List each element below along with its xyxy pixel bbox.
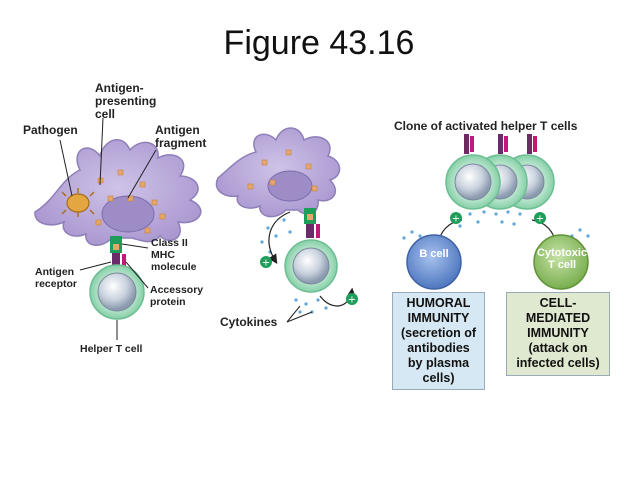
plus-icon: +	[452, 214, 460, 225]
label-cytokines: Cytokines	[220, 315, 278, 329]
figure-title: Figure 43.16	[223, 24, 415, 62]
clone-helper-t-cells	[445, 134, 555, 210]
label-b-cell: B cell	[419, 248, 449, 260]
b-cell	[406, 234, 462, 290]
label-antigen-fragment: Antigen fragment	[155, 123, 207, 150]
cytotoxic-t-cell	[533, 234, 589, 290]
pathogen-shape	[61, 188, 95, 217]
label-antigen-receptor: Antigen receptor	[35, 266, 78, 290]
plus-icon: +	[262, 258, 270, 269]
plus-icon: +	[536, 214, 544, 225]
label-helper-t-cell: Helper T cell	[80, 343, 143, 355]
antigen-presenting-cell	[34, 139, 202, 246]
middle-mhc-complex	[304, 208, 320, 238]
label-class-ii-mhc: Class II MHC molecule	[151, 237, 197, 273]
branch-arrows: + +	[434, 212, 560, 247]
label-antigen-presenting-cell: Antigen- presenting cell	[95, 81, 157, 121]
mhc-receptor-complex	[110, 236, 126, 269]
label-clone-helper-t-cells: Clone of activated helper T cells	[394, 119, 578, 133]
label-accessory-protein: Accessory protein	[150, 284, 204, 308]
cytokine-dots	[260, 218, 328, 314]
cytokines-leader-lines	[286, 305, 313, 323]
label-cytotoxic-t-cell: Cytotoxic T cell	[536, 247, 588, 271]
helper-t-cell	[89, 264, 145, 320]
clone-cytokine-dots	[458, 210, 522, 228]
label-pathogen: Pathogen	[23, 123, 78, 137]
plus-icon: +	[348, 295, 356, 306]
middle-helper-t-cell	[284, 239, 338, 293]
branch-dots	[402, 228, 590, 240]
cytokine-arrows: + +	[260, 211, 358, 307]
box-cell-mediated-immunity: CELL- MEDIATED IMMUNITY (attack on infec…	[506, 292, 610, 376]
apc-middle	[215, 127, 341, 218]
left-leader-lines	[59, 117, 157, 340]
box-humoral-immunity: HUMORAL IMMUNITY (secretion of antibodie…	[392, 292, 485, 390]
